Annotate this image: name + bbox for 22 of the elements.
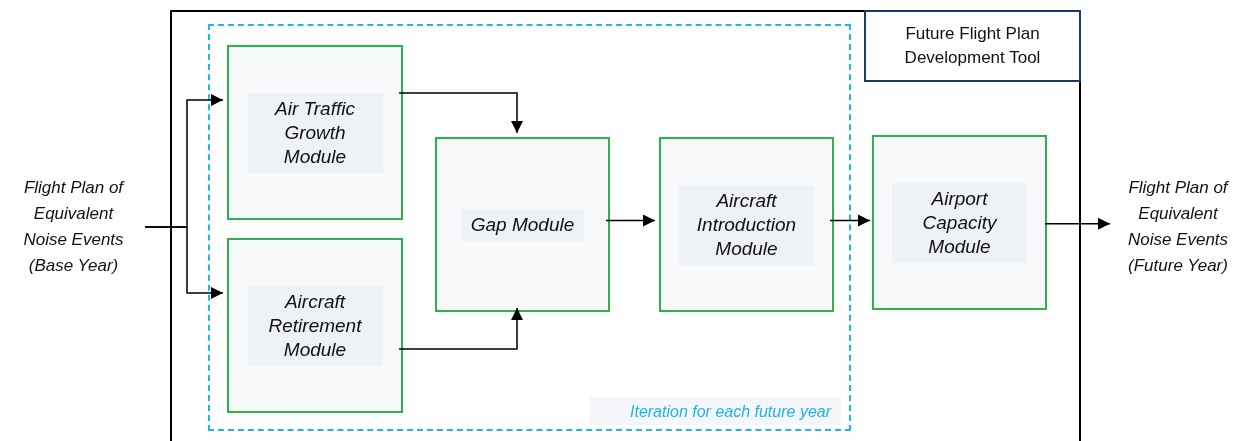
module-label: Aircraft Introduction Module [679, 184, 814, 265]
module-box [659, 137, 834, 312]
arrow [144, 226, 224, 299]
module-box [227, 45, 403, 220]
arrow [398, 92, 523, 134]
iteration-region [208, 24, 851, 431]
flow-text: Flight Plan of Equivalent Noise Events (Future Year) [1110, 172, 1246, 282]
iteration-label: Iteration for each future year [590, 397, 841, 425]
module-box [435, 137, 610, 312]
module-box [227, 238, 403, 413]
flow-text: Flight Plan of Equivalent Noise Events (Base Year) [2, 172, 145, 282]
arrow [605, 214, 656, 227]
module-label: Airport Capacity Module [892, 182, 1027, 263]
tool-frame [170, 10, 1081, 441]
module-label: Air Traffic Growth Module [247, 92, 383, 173]
arrow [829, 214, 871, 227]
module-label: Gap Module [460, 208, 585, 241]
title-box: Future Flight Plan Development Tool [864, 10, 1081, 82]
arrow [1044, 217, 1111, 230]
arrow [398, 307, 523, 350]
module-box [872, 135, 1047, 310]
module-label: Aircraft Retirement Module [247, 285, 383, 366]
